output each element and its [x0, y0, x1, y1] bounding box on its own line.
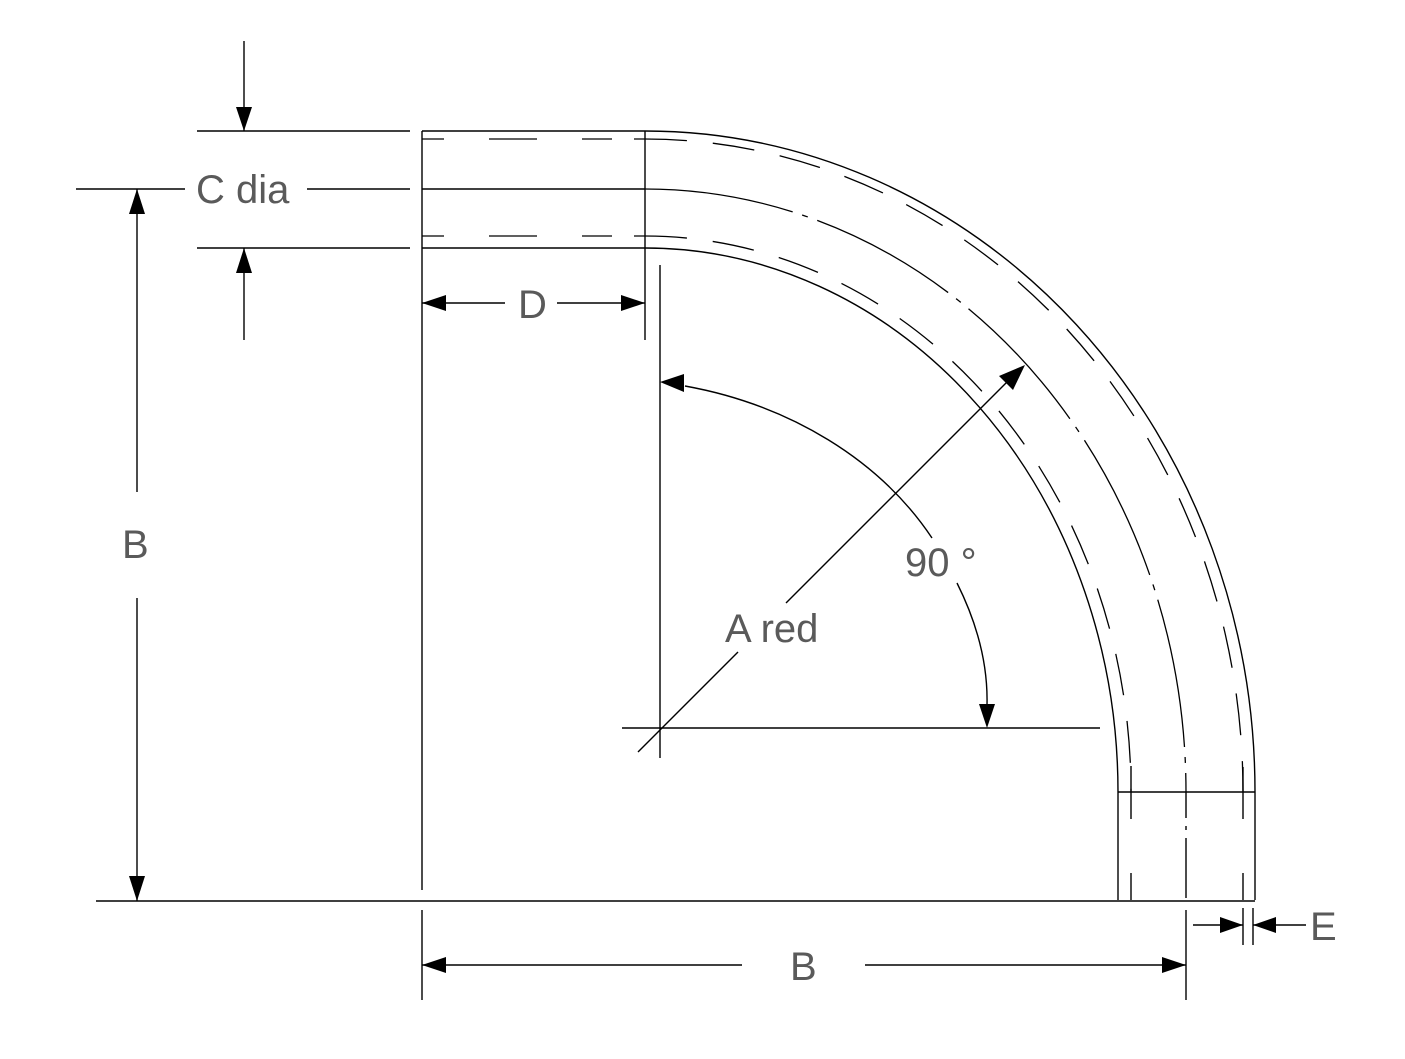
label-b-horizontal: B: [790, 945, 817, 989]
c-dia-dimension: C dia: [76, 41, 410, 340]
label-d: D: [518, 283, 547, 327]
label-a-red: A red: [725, 607, 818, 651]
b-vertical-dimension: B: [122, 189, 149, 901]
top-tangent-section: [421, 130, 646, 890]
label-e: E: [1310, 905, 1337, 949]
label-angle: 90 °: [905, 541, 977, 585]
bottom-tangent-section: [1117, 766, 1256, 900]
d-dimension: D: [422, 283, 645, 327]
label-c-dia: C dia: [196, 168, 290, 212]
angle-dimension: 90 °: [660, 374, 995, 728]
bend-arcs: [644, 130, 1256, 793]
center-construction: A red: [622, 265, 1100, 758]
e-dimension: E: [1193, 905, 1337, 949]
label-b-vertical: B: [122, 523, 149, 567]
b-horizontal-dimension: B: [421, 910, 1187, 1000]
